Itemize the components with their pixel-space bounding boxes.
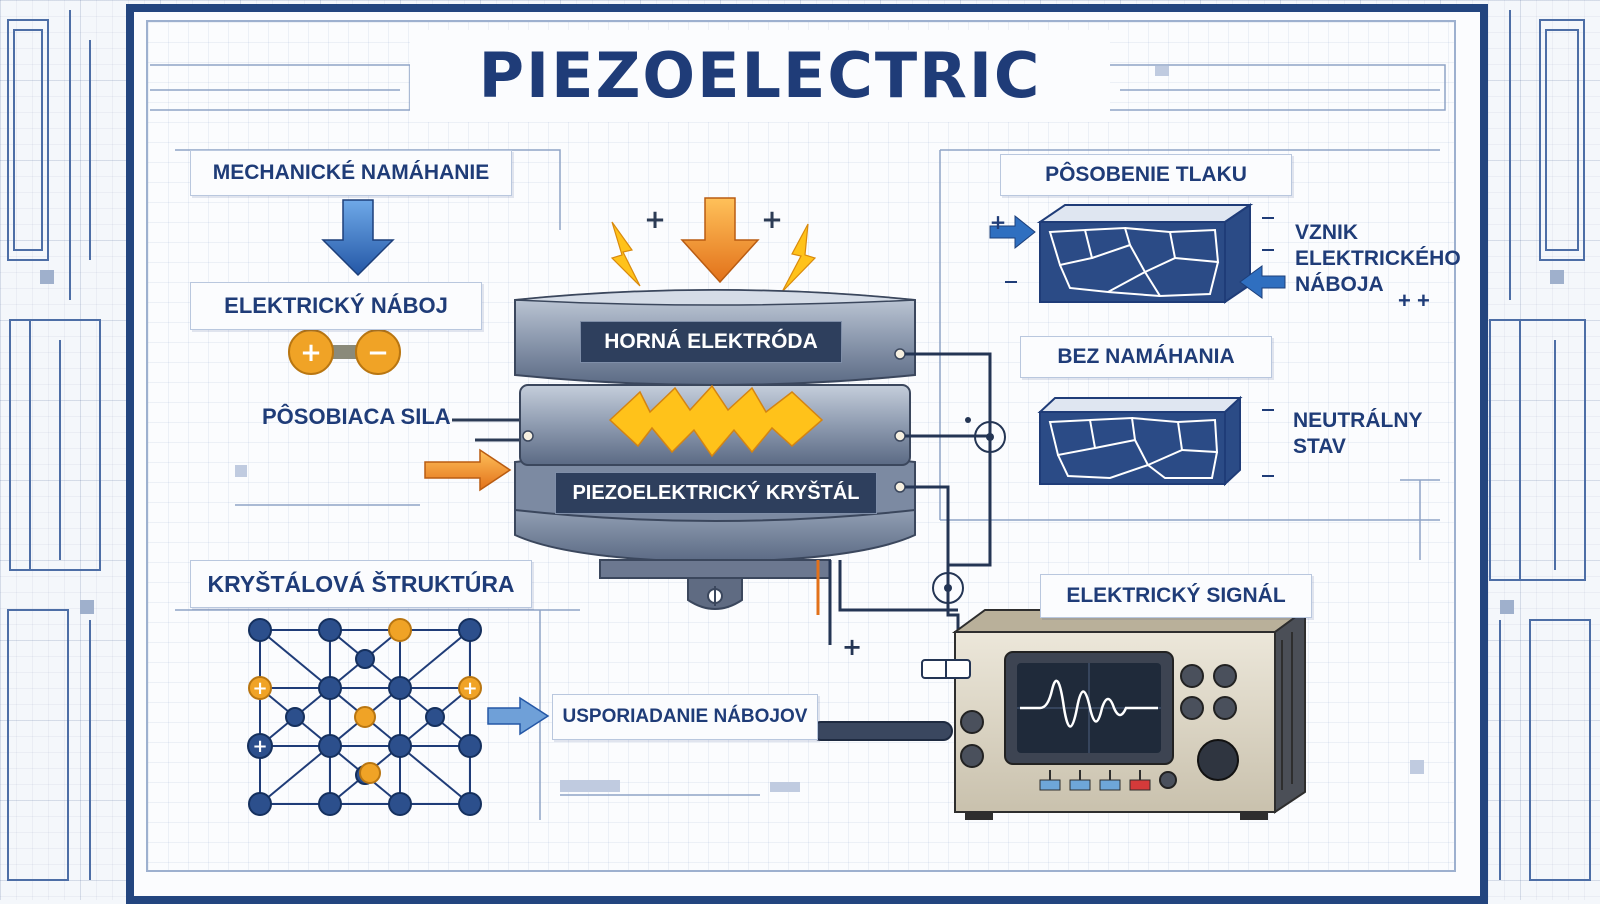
oscilloscope xyxy=(921,608,1309,820)
pressure-action-label: PÔSOBENIE TLAKU xyxy=(1000,154,1292,196)
pressed-crystal-block xyxy=(1036,203,1254,304)
electric-signal-label: ELEKTRICKÝ SIGNÁL xyxy=(1040,574,1312,618)
svg-text:+: + xyxy=(644,205,666,235)
right-blueprint-panel xyxy=(1489,10,1591,881)
crystal-lattice: + + + xyxy=(247,618,482,816)
left-blueprint-panel xyxy=(7,10,101,881)
svg-text:+: + xyxy=(462,678,477,699)
svg-text:−: − xyxy=(367,338,389,368)
force-arrow-icon xyxy=(424,448,512,492)
electric-charge-label: ELEKTRICKÝ NÁBOJ xyxy=(190,282,482,330)
blueprint-lines xyxy=(150,64,1446,820)
no-stress-label: BEZ NAMÁHANIA xyxy=(1020,336,1272,378)
svg-text:+: + xyxy=(761,205,783,235)
neutral-state-line-2: STAV xyxy=(1293,435,1346,458)
charge-arrangement-label: USPORIADANIE NÁBOJOV xyxy=(552,694,818,740)
piezo-crystal-label: PIEZOELEKTRICKÝ KRYŠTÁL xyxy=(555,472,877,514)
spark-icon xyxy=(608,384,824,458)
svg-text:+: + xyxy=(990,210,1007,234)
stress-arrow-icon xyxy=(321,199,395,277)
probe xyxy=(811,721,953,741)
charge-pair-icon: + − xyxy=(288,329,401,375)
svg-text:+: + xyxy=(842,633,862,661)
left-pressure-arrow-icon xyxy=(989,214,1036,250)
charge-generation-line-2: ELEKTRICKÉHO xyxy=(1295,247,1461,270)
charge-generation-line-3: NÁBOJA xyxy=(1295,273,1384,296)
arrangement-arrow-icon xyxy=(487,696,550,736)
charge-generation-label: VZNIK ELEKTRICKÉHO NÁBOJA xyxy=(1295,220,1461,298)
crystal-structure-label: KRYŠTÁLOVÁ ŠTRUKTÚRA xyxy=(190,560,532,608)
junction-icons xyxy=(932,421,1006,604)
top-electrode-label: HORNÁ ELEKTRÓDA xyxy=(580,321,842,363)
mechanical-stress-label: MECHANICKÉ NAMÁHANIE xyxy=(190,150,512,196)
acting-force-label: PÔSOBIACA SILA xyxy=(262,404,451,429)
plus-plus-mark: + + xyxy=(1398,288,1430,313)
charge-generation-line-1: VZNIK xyxy=(1295,221,1358,244)
svg-text:+: + xyxy=(252,678,267,699)
neutral-crystal-block xyxy=(1037,395,1243,487)
pressure-arrow-icon xyxy=(680,197,760,284)
right-pressure-arrow-icon xyxy=(1239,265,1286,299)
page-title: PIEZOELECTRIC xyxy=(410,30,1110,122)
blueprint-marks xyxy=(235,66,1424,792)
svg-text:+: + xyxy=(252,736,267,757)
neutral-state-line-1: NEUTRÁLNY xyxy=(1293,409,1423,432)
neutral-state-label: NEUTRÁLNY STAV xyxy=(1293,408,1423,460)
svg-text:+: + xyxy=(300,338,322,368)
